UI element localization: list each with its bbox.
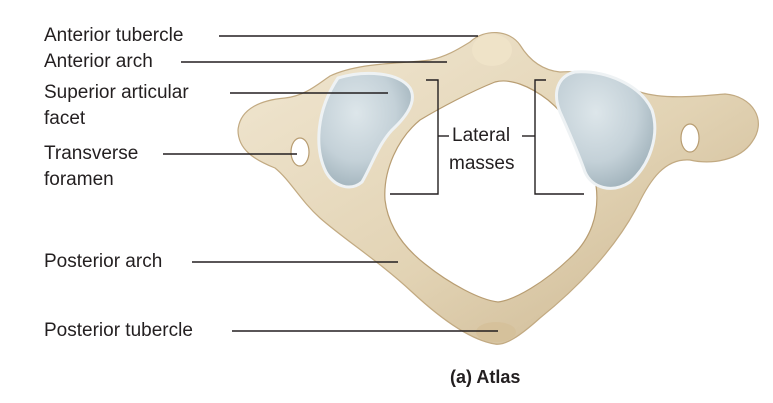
posterior-tubercle-mark — [476, 322, 516, 342]
label-transverse-foramen-line1: Transverse — [44, 143, 139, 164]
label-lateral-masses-line2: masses — [449, 153, 515, 174]
left-superior-articular-facet — [317, 71, 414, 189]
right-transverse-foramen — [680, 123, 700, 153]
label-posterior-tubercle: Posterior tubercle — [44, 320, 193, 341]
left-transverse-foramen — [290, 137, 310, 167]
label-posterior-arch: Posterior arch — [44, 251, 163, 272]
label-superior-articular-facet-line2: facet — [44, 108, 86, 129]
label-lateral-masses-line1: Lateral — [452, 125, 511, 146]
anterior-tubercle-mark — [472, 34, 512, 66]
label-anterior-arch: Anterior arch — [44, 51, 153, 72]
label-transverse-foramen-line2: foramen — [44, 169, 114, 190]
label-anterior-tubercle: Anterior tubercle — [44, 25, 184, 46]
right-superior-articular-facet — [555, 70, 657, 190]
bracket-right-lateral-mass — [534, 79, 584, 195]
bracket-left-lateral-mass — [390, 79, 439, 195]
label-superior-articular-facet-line1: Superior articular — [44, 82, 189, 103]
figure-caption: (a) Atlas — [450, 367, 521, 387]
